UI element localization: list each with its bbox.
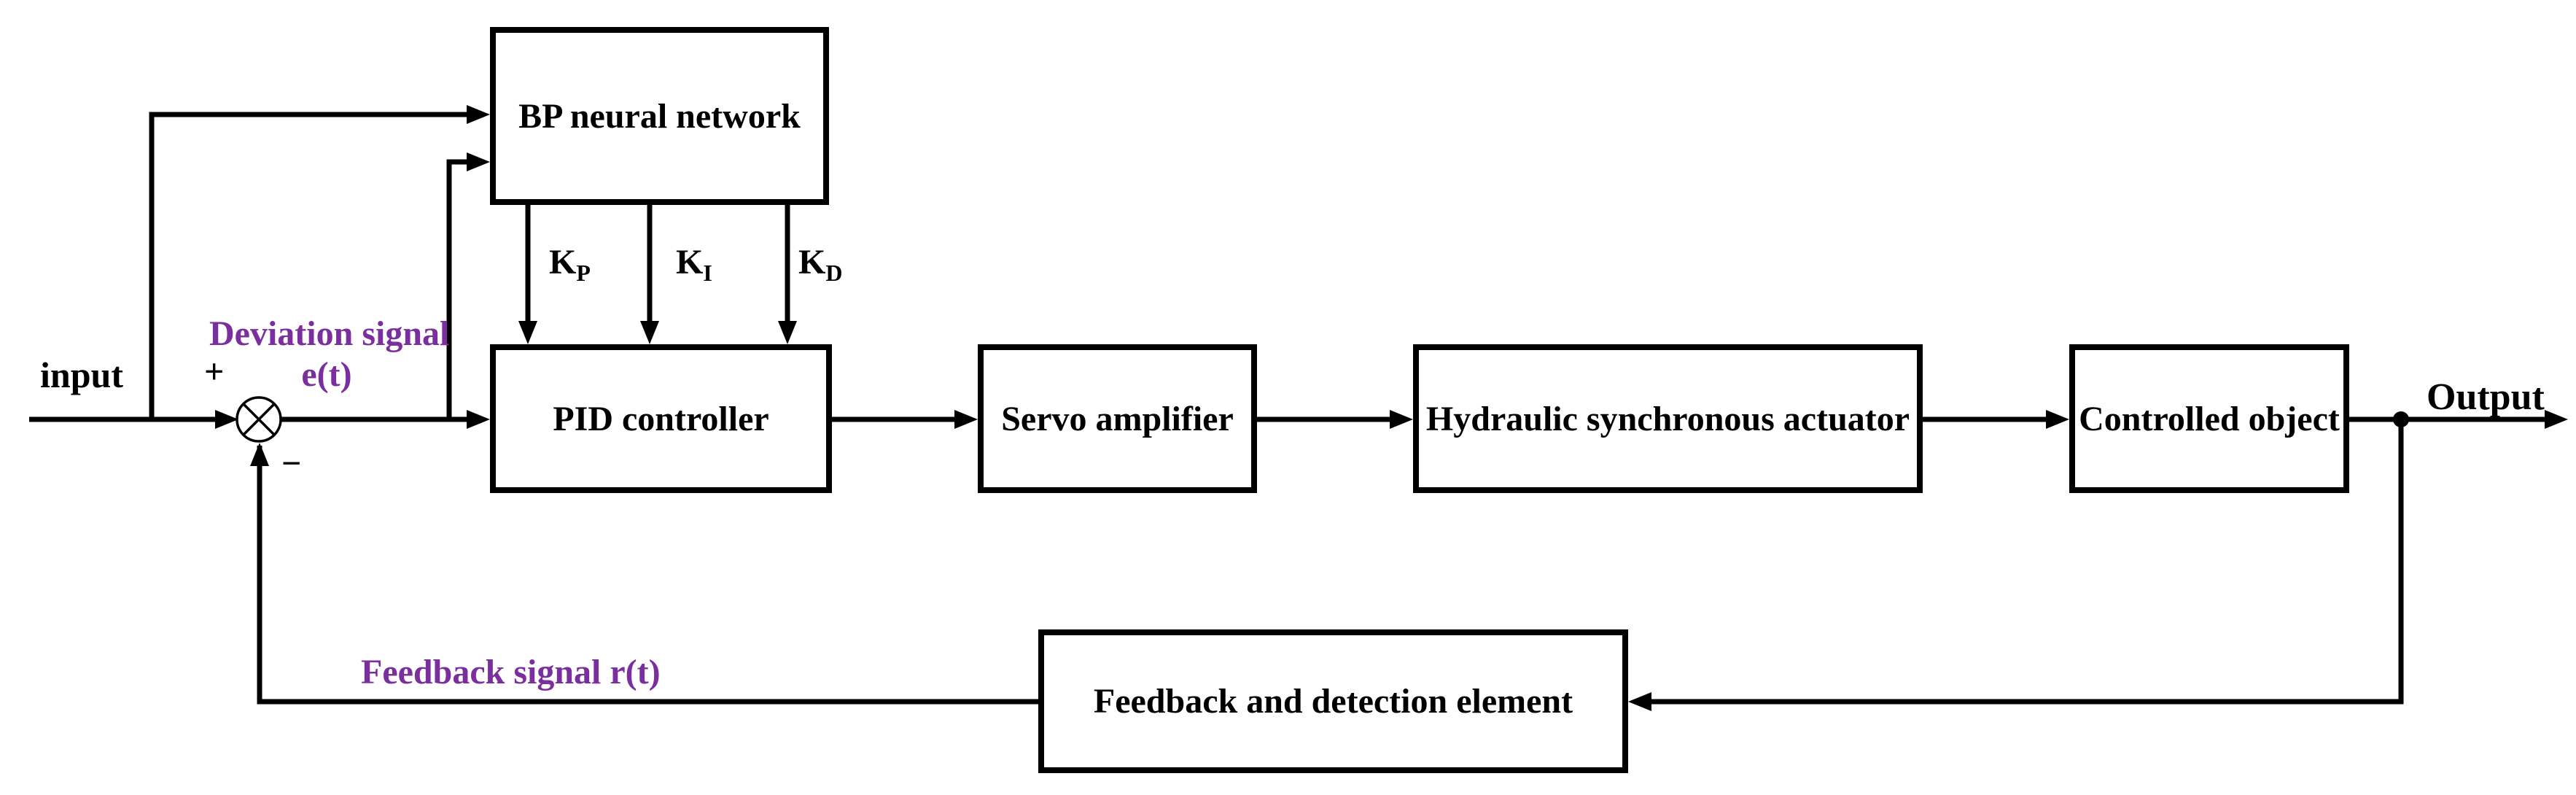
hydraulic-actuator-block: Hydraulic synchronous actuator <box>1413 344 1923 493</box>
controlled-input-arrowhead <box>2046 410 2069 429</box>
hydraulic-input-arrowhead <box>1390 410 1413 429</box>
controlled-object-label: Controlled object <box>2079 399 2340 438</box>
summing-junction-arrowhead <box>250 443 269 466</box>
input-label: input <box>40 354 123 395</box>
plus-sign: + <box>204 352 225 391</box>
feedback-element-label: Feedback and detection element <box>1093 682 1573 721</box>
feedback-return-line <box>257 446 1038 705</box>
ki-subscript: I <box>703 260 712 286</box>
output-label: Output <box>2427 376 2545 418</box>
feedback-drop-line <box>1649 419 2404 705</box>
feedback-element-block: Feedback and detection element <box>1038 629 1628 773</box>
summing-junction-cross-2 <box>242 403 276 436</box>
deviation-signal-symbol: e(t) <box>301 355 352 394</box>
bp-input-arrowhead-2 <box>467 152 490 171</box>
bp-neural-network-block: BP neural network <box>490 27 829 205</box>
pid-controller-block: PID controller <box>490 344 832 493</box>
kd-subscript: D <box>825 260 843 286</box>
branch-to-bp-line-2 <box>446 159 470 419</box>
pid-input-arrowhead <box>467 410 490 429</box>
kp-subscript: P <box>576 260 591 286</box>
kd-base: K <box>798 243 826 282</box>
pid-controller-label: PID controller <box>553 399 769 438</box>
bp-input-arrowhead-1 <box>467 105 490 124</box>
bp-neural-network-label: BP neural network <box>518 96 801 136</box>
ki-arrowhead <box>640 321 659 344</box>
kp-base: K <box>549 243 577 282</box>
deviation-signal-text: Deviation signal <box>209 314 450 353</box>
hydraulic-actuator-label: Hydraulic synchronous actuator <box>1425 399 1910 438</box>
servo-input-arrowhead <box>954 410 978 429</box>
kd-gain-label: KD <box>798 242 842 287</box>
kp-gain-label: KP <box>549 242 591 287</box>
input-arrowhead <box>215 410 238 429</box>
feedback-signal-label: Feedback signal r(t) <box>361 653 661 691</box>
kp-arrowhead <box>518 321 537 344</box>
output-branch-dot <box>2393 411 2409 427</box>
minus-sign: − <box>281 444 302 483</box>
kd-arrowhead <box>778 321 797 344</box>
ki-base: K <box>676 243 704 282</box>
feedback-input-arrowhead <box>1628 692 1651 711</box>
deviation-signal-label: Deviation signal e(t) <box>209 314 450 395</box>
servo-amplifier-label: Servo amplifier <box>1001 399 1234 438</box>
controlled-object-block: Controlled object <box>2069 344 2349 493</box>
servo-amplifier-block: Servo amplifier <box>978 344 1257 493</box>
ki-gain-label: KI <box>676 242 712 287</box>
branch-to-bp-line-1 <box>149 112 470 419</box>
output-arrowhead <box>2545 410 2568 429</box>
